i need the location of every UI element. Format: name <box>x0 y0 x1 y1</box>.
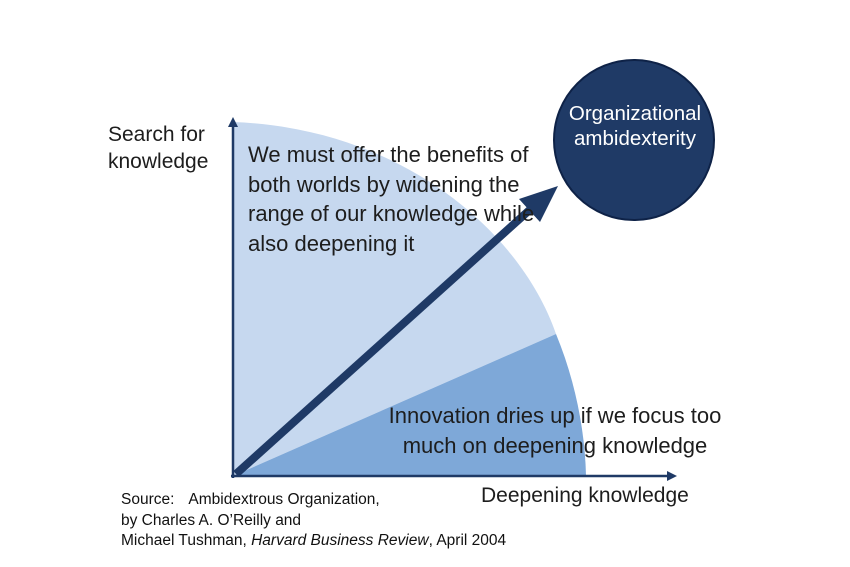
lower-region <box>233 334 586 476</box>
growth-arrow-head <box>519 186 558 222</box>
source-date: , April 2004 <box>428 532 507 549</box>
source-authors: Michael Tushman, <box>121 532 252 549</box>
upper-region <box>233 122 556 476</box>
y-axis-label-line2: knowledge <box>108 150 209 173</box>
y-axis-label: Search for knowledge <box>108 121 208 175</box>
goal-circle-label-line1: Organizational <box>568 102 702 125</box>
source-line1: Source: Ambidextrous Organization, <box>121 490 506 511</box>
source-citation: Source: Ambidextrous Organization, by Cha… <box>121 490 506 552</box>
source-line2: by Charles A. O’Reilly and <box>121 511 302 529</box>
goal-circle <box>553 59 715 221</box>
source-line3: Michael Tushman, Harvard Business Review… <box>121 531 506 552</box>
lower-region-text: Innovation dries up if we focus too much… <box>388 403 722 458</box>
upper-region-text: We must offer the benefits of both world… <box>248 142 535 256</box>
source-journal: Harvard Business Review <box>251 532 429 549</box>
y-axis-label-line1: Search for <box>108 123 205 146</box>
goal-circle-label: Organizational ambidexterity <box>555 101 715 151</box>
x-axis-label: Deepening knowledge <box>481 484 689 507</box>
growth-arrow-shaft <box>233 203 537 477</box>
goal-circle-label-line2: ambidexterity <box>574 127 696 150</box>
source-label: Source: <box>121 491 175 508</box>
source-title: Ambidextrous Organization, <box>188 491 380 508</box>
